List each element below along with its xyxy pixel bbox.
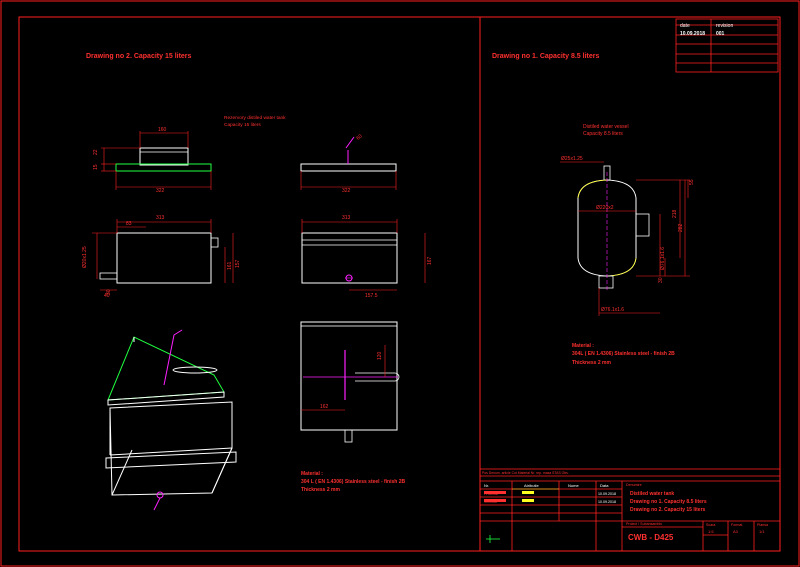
dim-side-pipe: Ø76.1x1.6 xyxy=(660,247,666,270)
title-block-subject-label: Denumire xyxy=(626,483,642,487)
dim-bottom-w: 157.5 xyxy=(365,293,378,299)
title-block-top-strip: Pos Denum. article Cot Material Nr. rep.… xyxy=(482,471,569,475)
title-block-row1-date: 10.09.2018 xyxy=(598,492,616,496)
dim-base-width-a: 322 xyxy=(156,188,165,194)
drawing2-isometric-view xyxy=(105,329,237,511)
title-block-sheet-value: 1/1 xyxy=(759,529,765,534)
title-block-row1-label: Proiectat xyxy=(484,492,498,496)
drawing2-top-view: 313 83 Ø20x1.25 40 161 157 30 xyxy=(82,215,241,299)
revision-value: 001 xyxy=(716,31,725,37)
date-label: date xyxy=(680,23,690,29)
dim-plan-height: 120 xyxy=(377,351,383,360)
drawing2-plan-view: 162 120 xyxy=(300,321,400,443)
title-block-project-label: Proiect / Subansamblu xyxy=(626,522,662,526)
dim-plan-width: 162 xyxy=(320,404,329,410)
drawing2-side-view: 322 60 xyxy=(300,133,397,194)
revision-label: revision xyxy=(716,23,733,29)
title-block-project-code: CWB - D425 xyxy=(628,533,674,542)
drawing1-label-line1: Distiled water vessel xyxy=(583,124,629,130)
drawing2-top-view-right: 313 157.5 167 xyxy=(301,215,433,299)
dim-lid-width: 160 xyxy=(158,127,167,133)
title-block-head-col2: Atributie xyxy=(524,483,539,488)
dim-side-h1: 161 xyxy=(227,261,233,270)
dim-top-width-b: 313 xyxy=(342,215,351,221)
drawing2-label-line2: Capacity 15 liters xyxy=(224,122,261,128)
drawing2-front-view: 160 322 22 15 xyxy=(93,127,212,194)
dim-top-offset: 83 xyxy=(126,221,132,227)
dim-total-h2: 282 xyxy=(678,223,684,232)
dim-lid-height2: 15 xyxy=(93,164,99,170)
drawing1-label-line2: Capacity 8.5 liters xyxy=(583,131,623,137)
dim-base-width-b: 322 xyxy=(342,188,351,194)
drawing2-material-line2: 304 L ( EN 1.4306) Stainless steel - fin… xyxy=(301,479,406,485)
dim-lid-height1: 22 xyxy=(93,149,99,155)
title-block-format-label: Format xyxy=(731,523,742,527)
drawing2-material-line1: Material : xyxy=(301,471,323,477)
title-block-scale-label: Scara xyxy=(706,523,715,527)
drawing2-material-line3: Thickness 2 mm xyxy=(301,487,340,493)
title-block-row2-label: Verificat xyxy=(484,500,497,504)
dim-bottom-h: 30 xyxy=(106,289,112,295)
drawing1-material-line1: Material : xyxy=(572,343,594,349)
drawing2-label-line1: Rezervory distiled water tank xyxy=(224,115,286,121)
drawing1-material-line3: Thickness 2 mm xyxy=(572,360,611,366)
title-block-head-col4: Data xyxy=(600,483,609,488)
title-block-row2-date: 10.09.2018 xyxy=(598,500,616,504)
dim-pipe-dia: Ø20x1.25 xyxy=(82,246,88,268)
title-block-head-col1: Nr. xyxy=(484,483,489,488)
dim-total-h1: 218 xyxy=(672,209,678,218)
title-block-sheet-label: Plansa xyxy=(757,523,768,527)
dim-side-h2: 157 xyxy=(235,259,241,268)
title-block-subject-line2: Drawing no 1. Capacity 8.5 liters xyxy=(630,499,707,505)
title-block: Pos Denum. article Cot Material Nr. rep.… xyxy=(479,468,781,552)
dim-top-h: 55 xyxy=(689,179,695,185)
dim-angle: 60 xyxy=(355,133,363,141)
dim-bottom-h-vessel: 30 xyxy=(658,277,664,283)
title-block-scale-value: 1:5 xyxy=(708,529,714,534)
dim-top-width-a: 313 xyxy=(156,215,165,221)
drawing1-material-line2: 304L ( EN 1.4306) Stainless steel - fini… xyxy=(572,351,675,357)
dim-bottom-pipe: Ø76.1x1.6 xyxy=(601,307,624,313)
drawing2-title: Drawing no 2. Capacity 15 liters xyxy=(86,53,192,60)
drawing1-vessel-view: Ø25x1.25 Ø220x2 55 218 282 Ø76.1x1.6 30 … xyxy=(560,156,695,316)
header-table: date 10.09.2018 revision 001 xyxy=(675,18,779,73)
drawing1-title: Drawing no 1. Capacity 8.5 liters xyxy=(492,53,599,60)
dim-body-dia: Ø220x2 xyxy=(596,205,614,211)
title-block-subject-line3: Drawing no 2. Capacity 15 liters xyxy=(630,507,706,513)
dim-side-h3: 167 xyxy=(427,256,433,265)
title-block-head-col3: Nume xyxy=(568,483,579,488)
date-value: 10.09.2018 xyxy=(680,31,705,37)
dim-top-pipe: Ø25x1.25 xyxy=(561,156,583,162)
title-block-format-value: A3 xyxy=(733,529,739,534)
dim-pipe-len: 40 xyxy=(104,293,110,299)
title-block-subject-line1: Distiled water tank xyxy=(630,491,674,497)
